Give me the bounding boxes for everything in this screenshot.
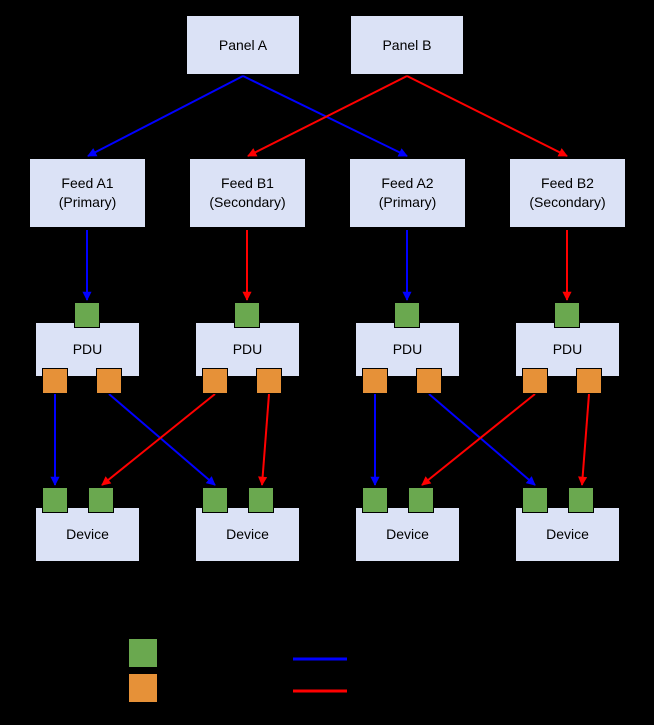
panel-a-node: Panel A	[186, 15, 300, 75]
feed-b2-role: (Secondary)	[529, 194, 606, 210]
device1-input-port-right	[88, 487, 114, 513]
device3-node: Device	[355, 507, 460, 562]
pdu1-output-port-left	[42, 368, 68, 394]
pdu4-output-port-right	[576, 368, 602, 394]
legend-orange-swatch	[128, 673, 158, 703]
panel-b-label: Panel B	[382, 36, 432, 53]
panel-a-to-feed-a1-arrow	[87, 75, 244, 157]
device2-label: Device	[226, 526, 269, 543]
pdu2-to-device1-arrow	[101, 393, 216, 486]
device3-input-port-right	[408, 487, 434, 513]
pdu1-output-port-right	[96, 368, 122, 394]
device4-node: Device	[515, 507, 620, 562]
panel-b-node: Panel B	[350, 15, 464, 75]
feed-a2-name: Feed A2	[381, 175, 434, 192]
pdu3-input-port	[394, 302, 420, 328]
pdu4-node: PDU	[515, 322, 620, 377]
feed-a1-role: (Primary)	[58, 194, 117, 210]
pdu3-output-port-left	[362, 368, 388, 394]
feed-a1-node: Feed A1 (Primary)	[29, 158, 146, 228]
pdu1-node: PDU	[35, 322, 140, 377]
pdu3-output-port-right	[416, 368, 442, 394]
pdu2-output-port-left	[202, 368, 228, 394]
feed-a1-name: Feed A1	[61, 175, 114, 192]
feed-b1-name: Feed B1	[221, 175, 274, 192]
feed-b1-node: Feed B1 (Secondary)	[189, 158, 306, 228]
pdu4-output-port-left	[522, 368, 548, 394]
pdu2-label: PDU	[232, 341, 263, 358]
feed-b2-name: Feed B2	[541, 175, 594, 192]
device2-node: Device	[195, 507, 300, 562]
device2-input-port-left	[202, 487, 228, 513]
pdu4-to-device3-arrow	[421, 393, 536, 486]
pdu1-label: PDU	[72, 341, 103, 358]
feed-a2-role: (Primary)	[378, 194, 437, 210]
pdu2-output-port-right	[256, 368, 282, 394]
pdu2-input-port	[234, 302, 260, 328]
panel-a-to-feed-a2-arrow	[242, 75, 408, 157]
pdu4-label: PDU	[552, 341, 583, 358]
device4-label: Device	[546, 526, 589, 543]
device1-node: Device	[35, 507, 140, 562]
legend-green-swatch	[128, 638, 158, 668]
pdu2-to-device2-arrow	[258, 393, 270, 486]
panel-b-to-feed-b2-arrow	[406, 75, 568, 157]
panel-a-label: Panel A	[218, 36, 268, 53]
feed-b2-node: Feed B2 (Secondary)	[509, 158, 626, 228]
feed-a2-node: Feed A2 (Primary)	[349, 158, 466, 228]
panel-b-to-feed-b1-arrow	[247, 75, 408, 157]
pdu3-node: PDU	[355, 322, 460, 377]
device3-label: Device	[386, 526, 429, 543]
device3-input-port-left	[362, 487, 388, 513]
feed-b1-role: (Secondary)	[209, 194, 286, 210]
device1-label: Device	[66, 526, 109, 543]
pdu1-to-device2-arrow	[108, 393, 216, 486]
pdu1-input-port	[74, 302, 100, 328]
device4-input-port-right	[568, 487, 594, 513]
pdu3-to-device4-arrow	[428, 393, 536, 486]
pdu2-node: PDU	[195, 322, 300, 377]
pdu4-input-port	[554, 302, 580, 328]
device2-input-port-right	[248, 487, 274, 513]
device4-input-port-left	[522, 487, 548, 513]
pdu4-to-device4-arrow	[578, 393, 590, 486]
pdu3-label: PDU	[392, 341, 423, 358]
device1-input-port-left	[42, 487, 68, 513]
